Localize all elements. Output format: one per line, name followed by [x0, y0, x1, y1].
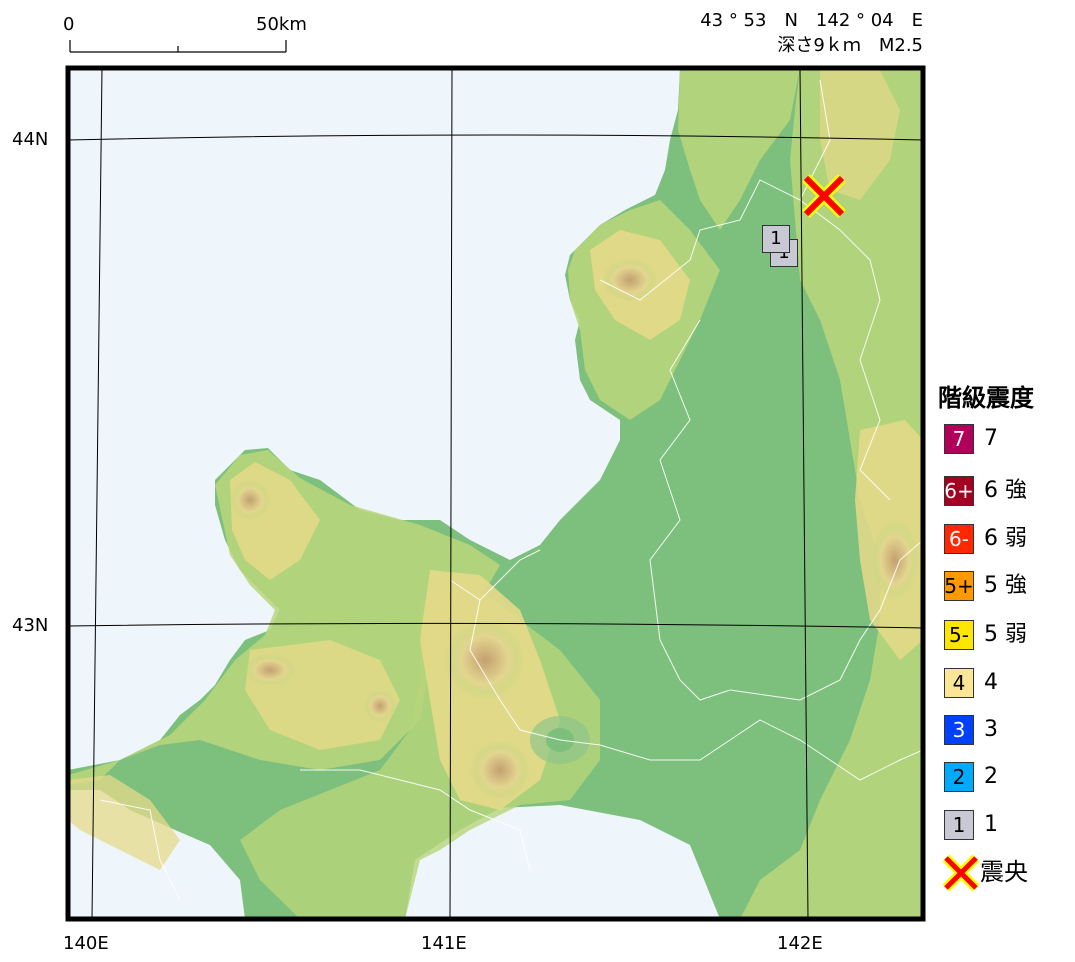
legend-label: 6 強 [984, 478, 1027, 503]
legend-label: 2 [984, 764, 998, 789]
peak [602, 258, 658, 302]
legend-swatch: 6- [944, 524, 974, 554]
legend-swatch: 2 [944, 762, 974, 792]
legend-epicenter-icon [942, 854, 980, 892]
legend-label: 1 [984, 812, 998, 837]
peak [445, 620, 525, 700]
boundary-lines [99, 79, 923, 901]
lon-label-142e: 142E [777, 933, 823, 954]
legend-item-2: 2 2 [944, 760, 998, 794]
legend-swatch: 6+ [944, 476, 974, 506]
station-marker: 1 [762, 225, 790, 253]
legend-label: 6 弱 [984, 526, 1027, 551]
lat-label-43n: 43N [12, 615, 49, 636]
legend-label: 5 強 [984, 573, 1027, 598]
legend-item-4: 4 4 [944, 666, 998, 700]
legend-label: 3 [984, 717, 998, 742]
highland-north [820, 70, 900, 200]
peak [871, 520, 919, 600]
scale-end-label: 50km [256, 14, 307, 35]
peak [230, 480, 270, 520]
legend-item-1: 1 1 [944, 808, 998, 842]
legend-epicenter-label: 震央 [980, 858, 1028, 886]
lat-label-44n: 44N [12, 129, 49, 150]
legend-item-5-lower: 5- 5 弱 [944, 618, 1027, 652]
legend-swatch: 1 [944, 810, 974, 840]
legend-swatch: 4 [944, 668, 974, 698]
midland-east [740, 68, 923, 919]
map-frame [65, 65, 926, 922]
epicenter-marker [802, 174, 846, 218]
scale-start-label: 0 [63, 14, 75, 35]
graticule [68, 68, 923, 919]
legend-swatch: 7 [944, 424, 974, 454]
epicenter-depth-magnitude: 深さ9ｋｍ M2.5 [777, 35, 923, 56]
legend-swatch: 3 [944, 715, 974, 745]
peak [364, 690, 396, 722]
legend-label: 4 [984, 670, 998, 695]
legend-item-7: 7 7 [944, 422, 998, 456]
legend-label: 5 弱 [984, 622, 1027, 647]
peak [244, 654, 296, 686]
legend-swatch: 5+ [944, 571, 974, 601]
legend-title: 階級震度 [938, 384, 1034, 412]
legend-item-6-lower: 6- 6 弱 [944, 522, 1027, 556]
lon-label-140e: 140E [63, 933, 109, 954]
legend-swatch: 5- [944, 620, 974, 650]
legend-item-3: 3 3 [944, 713, 998, 747]
peak [470, 740, 530, 800]
legend-label: 7 [984, 426, 998, 451]
midland-north [678, 68, 800, 230]
epicenter-coordinates: 43 ° 53 N 142 ° 04 E [700, 10, 923, 31]
highland-southwest-coast [68, 775, 180, 870]
legend-item-5-upper: 5+ 5 強 [944, 569, 1027, 603]
lon-label-141e: 141E [421, 933, 467, 954]
legend-item-6-upper: 6+ 6 強 [944, 474, 1027, 508]
scale-bar [69, 40, 287, 53]
